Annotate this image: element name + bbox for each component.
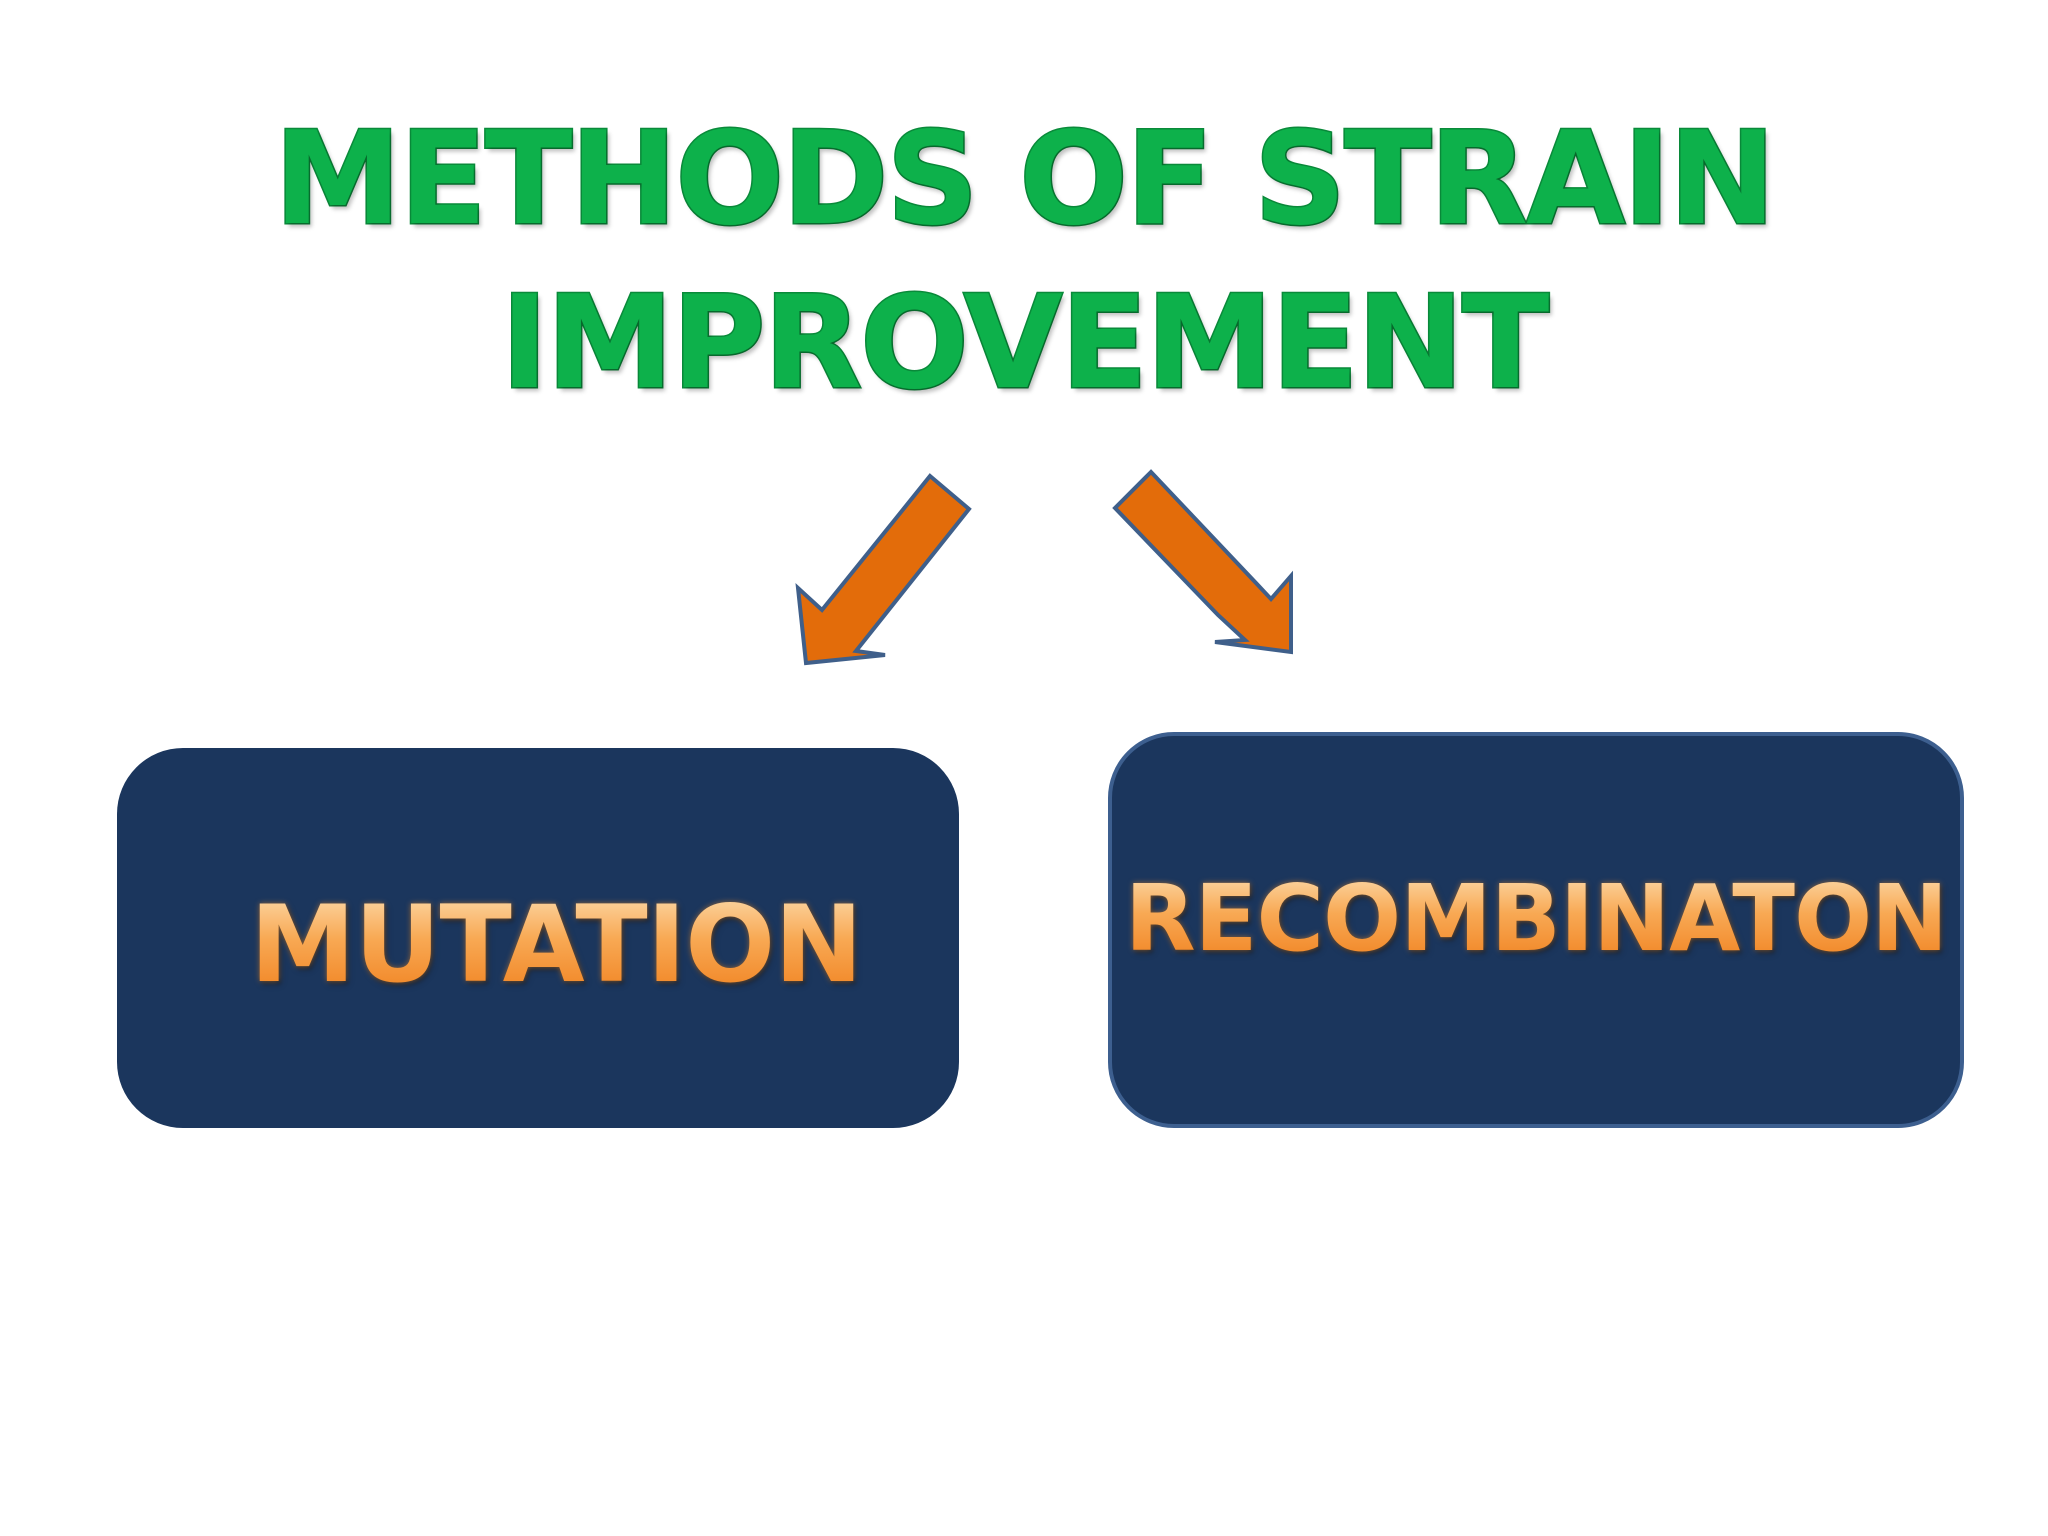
mutation-box: MUTATION <box>117 748 959 1128</box>
mutation-label: MUTATION <box>249 882 863 1006</box>
recombination-label: RECOMBINATON <box>1124 864 1948 972</box>
arrow-to-mutation <box>795 473 972 666</box>
title-line-2: IMPROVEMENT <box>499 268 1551 420</box>
recombination-box: RECOMBINATON <box>1108 732 1964 1128</box>
title-line-1: METHODS OF STRAIN <box>273 104 1778 256</box>
arrow-down-right-icon <box>1112 469 1293 655</box>
slide-title: METHODS OF STRAIN IMPROVEMENT <box>0 98 2048 426</box>
arrow-to-recombination <box>1112 469 1293 655</box>
arrow-down-left-icon <box>795 473 972 666</box>
